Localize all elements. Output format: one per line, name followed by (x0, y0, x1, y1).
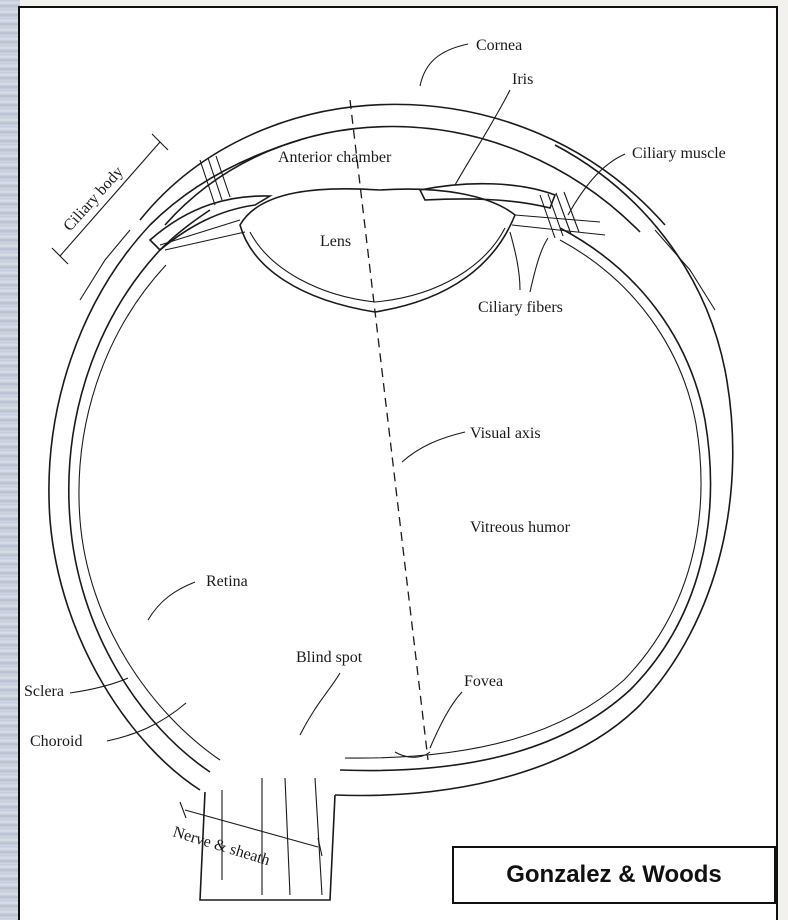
label-lens: Lens (320, 233, 351, 250)
label-ciliary-muscle: Ciliary muscle (632, 145, 726, 162)
credit-box: Gonzalez & Woods (452, 846, 776, 904)
sclera-outline-right (335, 145, 733, 795)
leader-ciliary-fibers-b (530, 238, 548, 292)
leader-blind-spot (300, 673, 340, 735)
leader-retina (148, 582, 195, 620)
lens-inner (250, 228, 505, 302)
choroid-layer (69, 210, 210, 772)
ciliary-band-left (80, 230, 130, 300)
leader-fovea (430, 692, 462, 748)
label-blind-spot: Blind spot (296, 649, 363, 666)
leader-iris (455, 90, 510, 185)
retina-layer-right (345, 240, 701, 758)
label-anterior-chamber: Anterior chamber (278, 149, 392, 166)
ciliary-hatch-left (200, 156, 230, 205)
label-ciliary-fibers: Ciliary fibers (478, 299, 563, 316)
retina-layer (79, 265, 220, 760)
leader-ciliary-fibers-a (510, 232, 520, 290)
label-vitreous-humor: Vitreous humor (470, 519, 571, 536)
ciliary-fibers-left (160, 220, 245, 250)
label-visual-axis: Visual axis (470, 425, 541, 442)
label-sclera: Sclera (24, 683, 64, 700)
credit-text: Gonzalez & Woods (506, 861, 722, 889)
lens-shape (240, 189, 515, 312)
label-ciliary-body: Ciliary body (60, 164, 126, 235)
optic-nerve-inner (222, 778, 322, 895)
label-retina: Retina (206, 573, 248, 590)
label-fovea: Fovea (464, 673, 503, 690)
label-iris: Iris (512, 71, 533, 88)
leader-ciliary-muscle (568, 154, 625, 215)
label-choroid: Choroid (30, 733, 82, 750)
iris-right (420, 184, 555, 208)
ciliary-body-arrow (60, 142, 160, 256)
label-cornea: Cornea (476, 37, 522, 54)
leader-cornea (420, 44, 468, 86)
leader-visual-axis (402, 432, 465, 462)
ciliary-band-right (655, 230, 715, 310)
leader-sclera (70, 678, 128, 693)
